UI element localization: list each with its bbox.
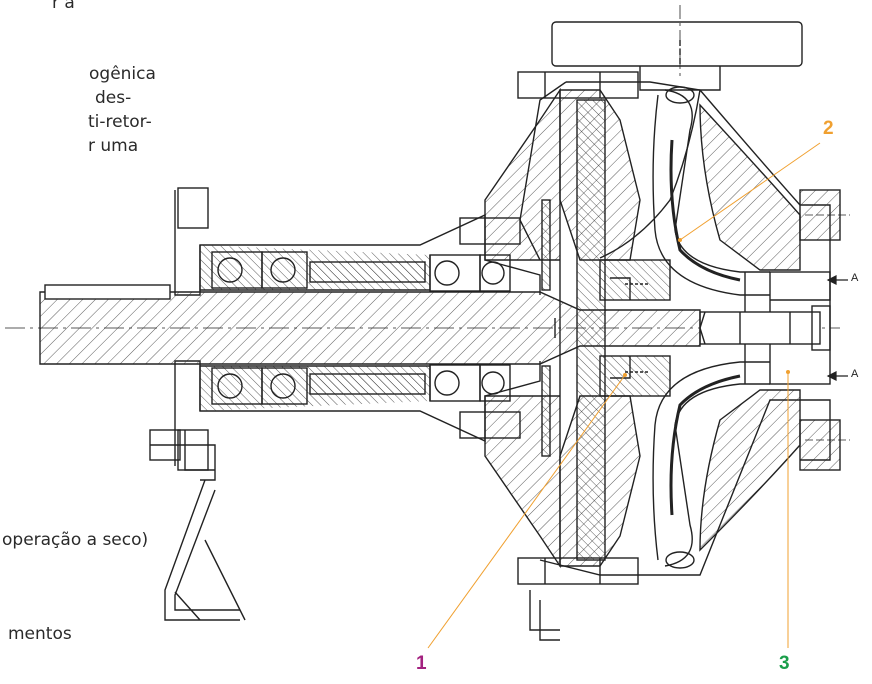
- callout-2: 2: [823, 118, 834, 139]
- text-fragment-3: ti-retor-: [88, 112, 152, 132]
- text-fragment-5: operação a seco): [2, 530, 149, 550]
- text-fragment-0: r a: [52, 0, 75, 13]
- callout-3: 3: [779, 653, 790, 674]
- section-mark-bottom: A: [851, 368, 859, 380]
- text-fragment-4: r uma: [88, 136, 139, 156]
- text-fragment-1: ogênica: [89, 64, 156, 84]
- section-mark-top: A: [851, 272, 859, 284]
- text-fragment-6: mentos: [8, 624, 72, 644]
- text-fragment-2: des-: [95, 88, 132, 108]
- callout-1: 1: [416, 653, 427, 674]
